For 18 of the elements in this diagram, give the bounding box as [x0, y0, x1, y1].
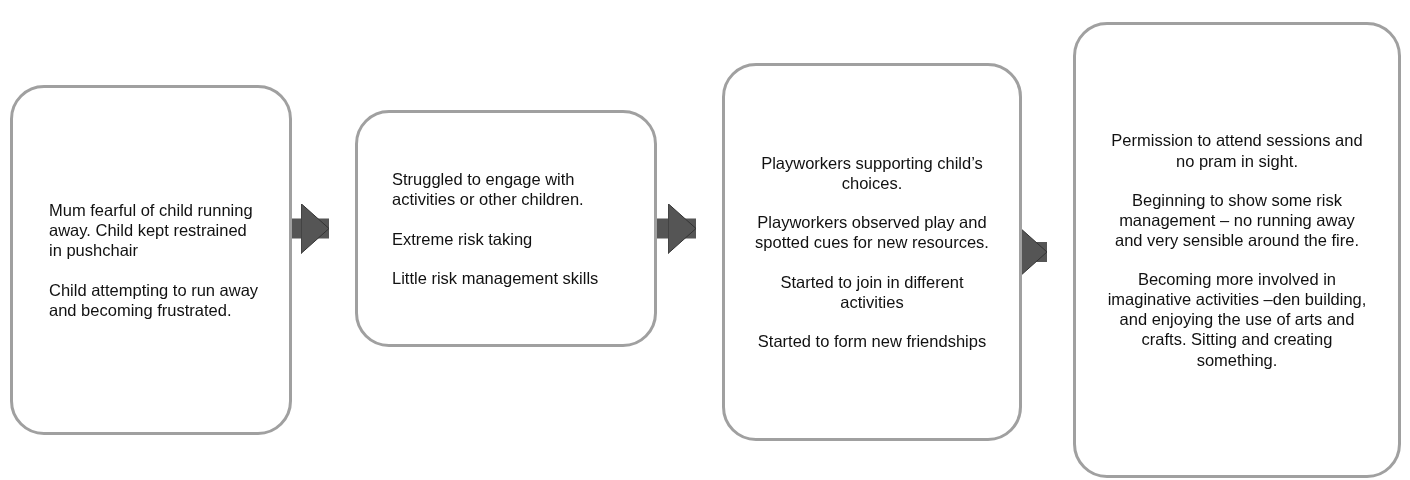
rounded-box	[1073, 22, 1401, 478]
box-text: Started to join in different activities	[779, 271, 965, 312]
box-text: Becoming more involved in imaginative activities –den building, and enjoying the use of arts and crafts. Sitting and creating something.	[1106, 269, 1368, 370]
box-text: Started to form new friendships	[756, 330, 988, 351]
box-text: Little risk management skills	[392, 267, 600, 288]
box-text: Struggled to engage with activities or other children.	[392, 169, 585, 210]
box-text: Child attempting to run away and becoming frustrated.	[49, 279, 259, 320]
rounded-box	[10, 85, 292, 435]
box-text: Mum fearful of child running away. Child kept restrained in pushchair	[49, 200, 254, 261]
rounded-box	[722, 63, 1022, 441]
box-text: Permission to attend sessions and no pram in sight.	[1110, 130, 1364, 171]
box-text: Extreme risk taking	[392, 228, 534, 249]
box-text: Playworkers observed play and spotted cues for new resources.	[754, 212, 990, 253]
box-text: Playworkers supporting child’s choices.	[760, 153, 984, 194]
block-arrow	[292, 203, 330, 254]
rounded-box	[355, 110, 657, 347]
block-arrow	[657, 203, 697, 254]
box-text: Beginning to show some risk management – no running away and very sensible around the fire.	[1114, 189, 1360, 250]
